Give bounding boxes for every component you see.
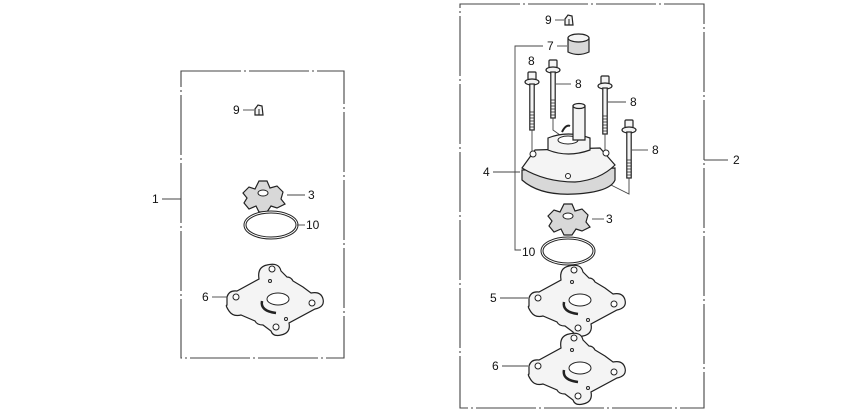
o-ring-part-10[interactable]	[540, 236, 596, 266]
clip-part-9[interactable]	[564, 14, 574, 26]
bolt-part-8d[interactable]	[621, 119, 637, 179]
sleeve-part-7[interactable]	[567, 33, 590, 56]
bolt-part-8b[interactable]	[545, 59, 561, 119]
bolt-part-8a[interactable]	[524, 71, 540, 131]
part-label-5: 5	[490, 291, 497, 305]
kit-1-label: 1	[152, 192, 159, 206]
plate-part-5[interactable]	[527, 264, 627, 338]
part-label-10: 10	[306, 218, 320, 232]
kit-2-frame	[459, 3, 705, 409]
part-label-8a: 8	[528, 54, 535, 68]
kit-1-group: 1 9 3 10 6	[152, 70, 345, 359]
bolt-part-8c[interactable]	[597, 75, 613, 135]
clip-part-9[interactable]	[254, 104, 264, 116]
kit-2-group: 2 9 7 8 8 8 8	[459, 3, 740, 409]
part-label-6: 6	[492, 359, 499, 373]
part-label-9: 9	[545, 13, 552, 27]
part-label-3: 3	[308, 188, 315, 202]
o-ring-part-10[interactable]	[243, 210, 299, 240]
pump-housing-part-4[interactable]	[521, 102, 616, 195]
part-label-4: 4	[483, 165, 490, 179]
part-label-7: 7	[547, 39, 554, 53]
gasket-part-6[interactable]	[527, 332, 627, 406]
part-label-9: 9	[233, 103, 240, 117]
impeller-part-3[interactable]	[242, 180, 286, 213]
part-label-8d: 8	[652, 143, 659, 157]
part-label-8b: 8	[575, 77, 582, 91]
impeller-part-3[interactable]	[547, 203, 591, 236]
gasket-part-6[interactable]	[225, 263, 325, 337]
kit-2-label: 2	[733, 153, 740, 167]
part-label-10: 10	[522, 245, 536, 259]
part-label-6: 6	[202, 290, 209, 304]
part-label-3: 3	[606, 212, 613, 226]
kit-1-frame	[180, 70, 345, 359]
part-label-8c: 8	[630, 95, 637, 109]
